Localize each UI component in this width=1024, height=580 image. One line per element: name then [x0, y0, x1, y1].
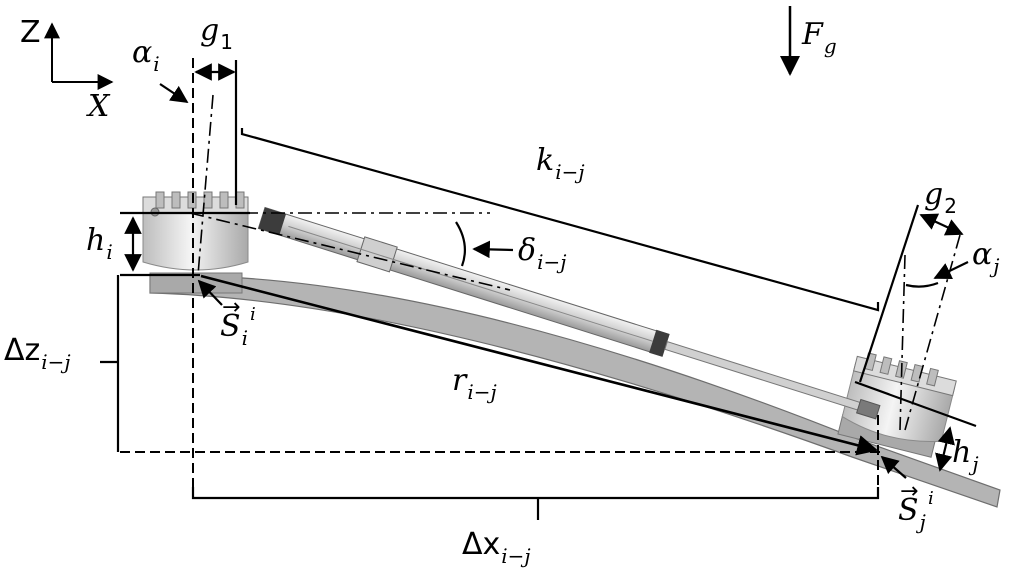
hi-label: hi	[86, 223, 113, 264]
left-module	[142, 191, 249, 294]
fg-label: Fg	[802, 17, 837, 58]
delta-label: δi−j	[518, 233, 567, 274]
z-axis-label: Z	[20, 15, 41, 50]
dz-label: Δzi−j	[4, 333, 71, 374]
arrows	[124, 63, 969, 479]
hj-label: hj	[952, 435, 979, 476]
right-module	[837, 352, 957, 458]
alpha-j-label: αj	[972, 237, 1000, 278]
g1-label: g1	[200, 13, 233, 54]
x-axis-label: X	[88, 89, 110, 124]
linear-actuator	[257, 206, 881, 420]
g2-label: g2	[924, 177, 957, 218]
k-label: ki−j	[536, 143, 585, 184]
r-label: ri−j	[452, 363, 497, 404]
alpha-i-label: αi	[132, 35, 160, 76]
dimension-lines	[100, 60, 977, 520]
reference-lines	[189, 94, 961, 431]
beam	[149, 275, 1001, 508]
dx-label: Δxi−j	[462, 527, 531, 568]
axis-indicator	[44, 22, 114, 90]
